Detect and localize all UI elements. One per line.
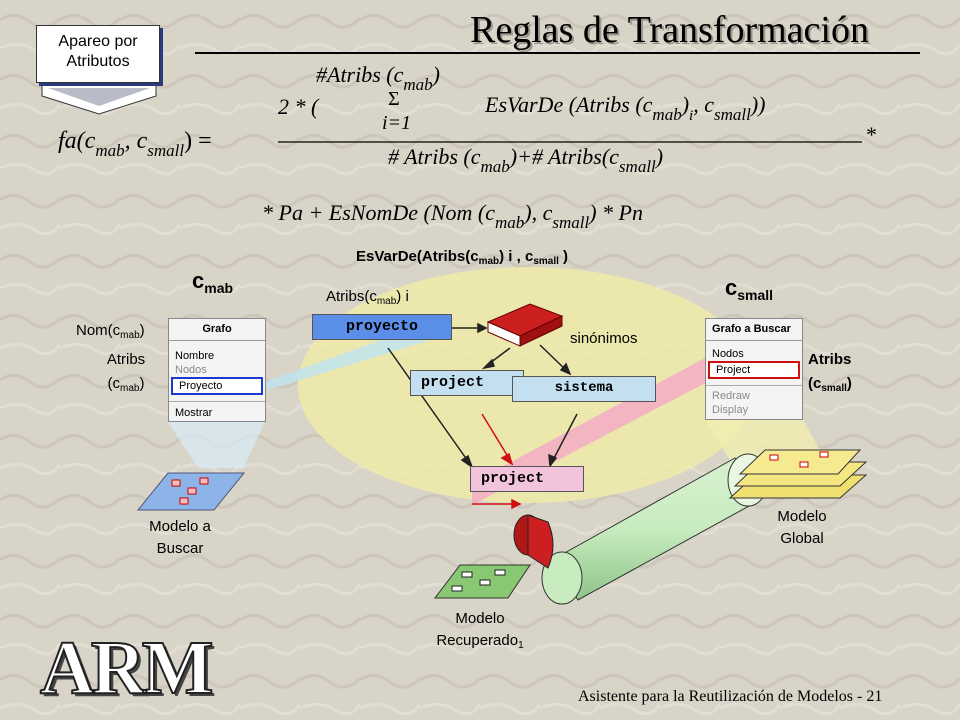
left-panel-row: Nodos — [175, 364, 207, 376]
right-panel-row: Nodos — [712, 348, 744, 360]
formula-two: 2 * ( — [278, 94, 319, 119]
formula-count-top: #Atribs (cmab) — [316, 62, 440, 94]
red-lens — [513, 514, 554, 569]
box-project: project — [410, 370, 524, 396]
dictionary-book-icon — [486, 303, 564, 347]
box-project-result: project — [470, 466, 584, 492]
arrow-sistema-down — [551, 413, 578, 463]
right-panel-selected-row: Project — [708, 361, 800, 379]
left-panel-header: Grafo — [169, 319, 265, 341]
modelo-global-stack — [728, 449, 868, 499]
right-panel-footer-row: Display — [712, 404, 749, 416]
left-panel-row: Nombre — [175, 350, 215, 362]
slide-footer: Asistente para la Reutilización de Model… — [578, 688, 883, 705]
callout-line-2: Atributos — [66, 53, 130, 70]
left-panel-selected-row: Proyecto — [171, 377, 263, 395]
formula-sigma-from: i=1 — [382, 112, 412, 134]
c-small-label: csmall — [725, 275, 774, 303]
arm-logo: ARM — [39, 626, 214, 710]
left-attribute-panel: Grafo Nombre Nodos Proyecto Mostrar — [168, 318, 266, 422]
right-attribute-panel: Grafo a Buscar Nodos Project Redraw Disp… — [705, 318, 803, 420]
formula-lhs: fa(cmab, csmall) = — [58, 128, 212, 160]
formula-sum-body: EsVarDe (Atribs (cmab)i, csmall)) — [485, 92, 766, 124]
box-sistema: sistema — [512, 376, 656, 402]
c-mab-label: cmab — [192, 268, 234, 296]
callout-arrow-shade — [48, 88, 150, 106]
nom-label: Nom(cmab) — [76, 322, 145, 341]
atribs-left-label: Atribs (cmab) — [106, 351, 146, 394]
formula-denominator: # Atribs (cmab)+# Atribs(csmall) — [388, 144, 664, 176]
arrow-proyecto-down — [387, 347, 471, 465]
right-panel-header: Grafo a Buscar — [706, 319, 802, 341]
title-underline — [195, 52, 920, 54]
right-panel-footer-row: Redraw — [712, 390, 750, 402]
atribs-right-label: Atribs (csmall) — [808, 351, 852, 394]
modelo-recuperado-label: Modelo Recuperado1 — [436, 610, 524, 651]
callout-line-1: Apareo por — [58, 33, 138, 50]
left-panel-footer: Mostrar — [169, 401, 265, 420]
formula-line2: * Pa + EsNomDe (Nom (cmab), csmall) * Pn — [262, 200, 643, 232]
formula-star: * — [866, 122, 877, 147]
sinonimos-label: sinónimos — [570, 330, 638, 347]
slide-title: Reglas de Transformación — [470, 9, 869, 51]
red-arrow-down — [481, 413, 511, 461]
atribs-i-label: Atribs(cmab) i — [326, 288, 409, 307]
esvarde-label: EsVarDe(Atribs(cmab) i , csmall ) — [356, 248, 569, 267]
callout-box: Apareo por Atributos — [36, 25, 160, 83]
box-proyecto: proyecto — [312, 314, 452, 340]
formula-sigma: Σ — [388, 88, 400, 110]
